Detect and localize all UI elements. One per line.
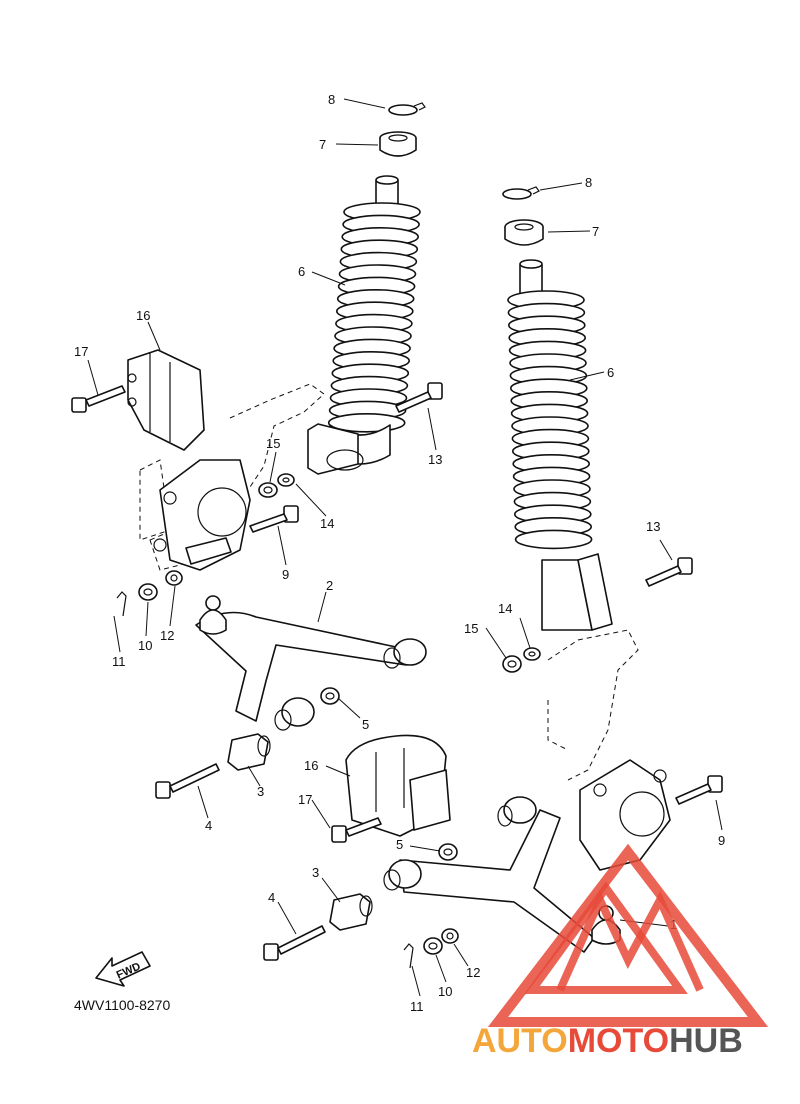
callout-2-left: 2 <box>326 578 333 593</box>
lock-nut-right <box>504 219 544 246</box>
callout-12-right: 12 <box>466 965 480 980</box>
nut-5-right <box>438 843 458 861</box>
callout-16-left: 16 <box>136 308 150 323</box>
callout-10-right: 10 <box>438 984 452 999</box>
callout-9-left: 9 <box>282 567 289 582</box>
callout-15-left: 15 <box>266 436 280 451</box>
frame-bracket-right <box>547 629 639 781</box>
callout-12-left: 12 <box>160 628 174 643</box>
bushing-3-left <box>227 733 271 771</box>
watermark-text: AUTOMOTOHUB <box>472 1022 743 1060</box>
bolt-4-left <box>155 763 220 799</box>
callout-3-right: 3 <box>312 865 319 880</box>
watermark-m-mark <box>556 890 704 992</box>
bushing-3-right <box>329 893 373 931</box>
callout-11-left: 11 <box>112 654 126 669</box>
knuckle-left <box>153 459 251 571</box>
callout-9-right: 9 <box>718 833 725 848</box>
fwd-arrow: FWD <box>95 951 151 987</box>
callout-6-right: 6 <box>607 365 614 380</box>
guard-left <box>127 349 205 451</box>
watermark-logo <box>487 843 769 1027</box>
callout-14-left: 14 <box>320 516 334 531</box>
callout-11-right: 11 <box>410 999 424 1014</box>
callouts-left: 8 7 6 16 17 15 14 13 9 2 11 10 12 5 3 4 <box>74 92 442 833</box>
callout-8-left: 8 <box>328 92 335 107</box>
cotter-pin-11-right <box>403 943 414 969</box>
nut-5-left <box>320 687 340 705</box>
shock-absorber-right <box>507 259 613 631</box>
lock-nut-left <box>379 131 417 157</box>
watermark-text-hub: HUB <box>669 1022 743 1060</box>
bolt-9-left <box>249 505 299 533</box>
callout-13-right: 13 <box>646 519 660 534</box>
callouts-right: 8 7 6 13 14 15 16 17 5 3 4 9 1 11 10 12 <box>268 175 725 1014</box>
bolt-9-right <box>675 775 723 805</box>
bolt-17-right <box>331 817 382 843</box>
callout-7-left: 7 <box>319 137 326 152</box>
callout-6-left: 6 <box>298 264 305 279</box>
diagram-code: 4WV1100-8270 <box>74 997 170 1013</box>
washer-14-right <box>523 647 541 661</box>
bolt-4-right <box>263 925 326 961</box>
circlip-left <box>388 102 426 116</box>
washer-14-left <box>277 473 295 487</box>
washer-12-right <box>441 928 459 944</box>
callout-17-right: 17 <box>298 792 312 807</box>
leader-lines <box>87 98 723 997</box>
callout-15-right: 15 <box>464 621 478 636</box>
callout-13-left: 13 <box>428 452 442 467</box>
nut-10-right <box>423 937 443 955</box>
callout-8-right: 8 <box>585 175 592 190</box>
callout-3-left: 3 <box>257 784 264 799</box>
bolt-17-left <box>71 385 126 413</box>
a-arm-right <box>383 796 621 953</box>
watermark-text-auto: AUTO <box>472 1022 568 1060</box>
a-arm-left <box>195 595 427 731</box>
callout-7-right: 7 <box>592 224 599 239</box>
callout-17-left: 17 <box>74 344 88 359</box>
shock-absorber-left <box>307 175 421 475</box>
bolt-13-right <box>645 557 693 587</box>
knuckle-right <box>579 759 671 871</box>
callout-16-right: 16 <box>304 758 318 773</box>
watermark-triangle-outer <box>487 843 769 1027</box>
nut-15-left <box>258 482 278 498</box>
callout-4-right: 4 <box>268 890 275 905</box>
cotter-pin-11-left <box>116 591 127 617</box>
bolt-13-left <box>395 382 443 413</box>
washer-12-left <box>165 570 183 586</box>
circlip-right <box>502 186 540 200</box>
watermark-text-moto: MOTO <box>568 1022 669 1060</box>
guard-right <box>345 734 451 837</box>
callout-5-left: 5 <box>362 717 369 732</box>
callout-4-left: 4 <box>205 818 212 833</box>
callout-14-right: 14 <box>498 601 512 616</box>
spring-coil <box>514 529 593 550</box>
nut-15-right <box>502 655 522 673</box>
callout-10-left: 10 <box>138 638 152 653</box>
callout-5-right: 5 <box>396 837 403 852</box>
nut-10-left <box>138 583 158 601</box>
